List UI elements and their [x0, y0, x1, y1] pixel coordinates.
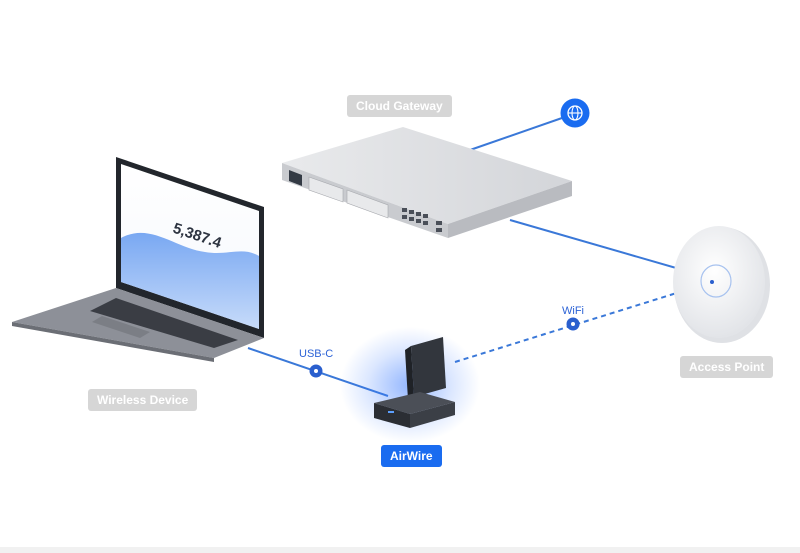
- wireless-device-label: Wireless Device: [88, 389, 198, 411]
- laptop-device: 5,387.4: [12, 157, 264, 362]
- bottom-divider: [0, 547, 800, 553]
- cloud-gateway-device: [282, 127, 572, 238]
- usb-c-connection-label: USB-C: [299, 348, 334, 360]
- gateway-internet-link: [469, 117, 563, 151]
- access-point-label: Access Point: [680, 356, 774, 378]
- gateway-access-point-link: [509, 219, 691, 273]
- airwire-device: [340, 327, 480, 443]
- cloud-gateway-label: Cloud Gateway: [347, 95, 452, 117]
- access-point-device: [673, 226, 770, 343]
- globe-icon: [560, 98, 590, 128]
- usb-c-marker: [309, 364, 323, 378]
- wifi-marker: [566, 317, 580, 331]
- airwire-label: AirWire: [381, 445, 442, 467]
- wifi-connection-label: WiFi: [562, 305, 584, 317]
- wifi-link: [454, 281, 713, 363]
